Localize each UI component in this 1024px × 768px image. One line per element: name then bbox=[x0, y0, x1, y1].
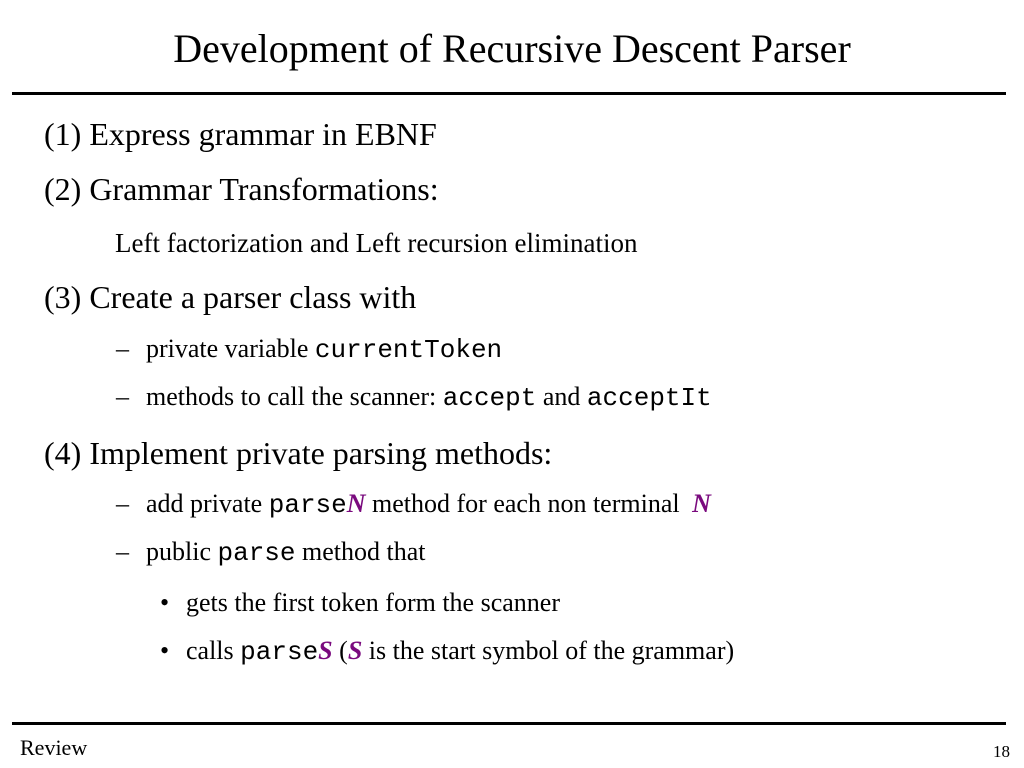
item-text-rest: method for each non terminal bbox=[365, 489, 687, 518]
item-text: add private bbox=[146, 489, 269, 518]
symbol-n: N bbox=[346, 489, 366, 518]
bullet-text-open: ( bbox=[332, 636, 348, 665]
step-2-detail: Left factorization and Left recursion el… bbox=[115, 228, 638, 258]
step-3-item-variable: –private variable currentToken bbox=[116, 332, 502, 367]
step-4-item-public-parse: –public parse method that bbox=[116, 535, 426, 570]
footer-label: Review bbox=[20, 735, 88, 760]
slide-title: Development of Recursive Descent Parser bbox=[173, 26, 851, 71]
bullet-text-rest: is the start symbol of the grammar) bbox=[362, 636, 735, 665]
code-parse: parse bbox=[240, 637, 319, 667]
dash-bullet: – bbox=[116, 334, 129, 363]
item-text-and: and bbox=[536, 382, 587, 411]
item-text: methods to call the scanner: bbox=[146, 382, 443, 411]
step-4: (4) Implement private parsing methods: bbox=[44, 435, 553, 471]
bullet-text: gets the first token form the scanner bbox=[186, 588, 560, 617]
bullet-first-token: • gets the first token form the scanner bbox=[160, 586, 560, 620]
dash-bullet: – bbox=[116, 489, 129, 518]
bullet-mark: • bbox=[160, 636, 170, 665]
item-text: private variable bbox=[146, 334, 315, 363]
step-2: (2) Grammar Transformations: bbox=[44, 171, 439, 207]
code-parse: parse bbox=[217, 538, 296, 568]
page-number: 18 bbox=[993, 742, 1010, 761]
dash-bullet: – bbox=[116, 382, 129, 411]
step-4-item-private-parse: –add private parseN method for each non … bbox=[116, 487, 711, 522]
bullet-calls-parse: •calls parseS (S is the start symbol of … bbox=[160, 634, 734, 669]
code-accept-it: acceptIt bbox=[586, 383, 712, 413]
bullet-text: calls bbox=[186, 636, 241, 665]
code-current-token: currentToken bbox=[314, 335, 503, 365]
item-text-rest: method that bbox=[295, 537, 426, 566]
symbol-s: S bbox=[318, 636, 333, 665]
step-3: (3) Create a parser class with bbox=[44, 279, 417, 315]
step-1: (1) Express grammar in EBNF bbox=[44, 116, 437, 152]
dash-bullet: – bbox=[116, 537, 129, 566]
symbol-n: N bbox=[692, 489, 711, 518]
item-text: public bbox=[146, 537, 218, 566]
title-divider bbox=[12, 92, 1006, 95]
bullet-mark: • bbox=[160, 588, 170, 617]
code-accept: accept bbox=[442, 383, 537, 413]
footer-divider bbox=[12, 722, 1006, 725]
code-parse: parse bbox=[268, 490, 347, 520]
symbol-s: S bbox=[347, 636, 363, 665]
step-3-item-methods: –methods to call the scanner: accept and… bbox=[116, 380, 712, 415]
